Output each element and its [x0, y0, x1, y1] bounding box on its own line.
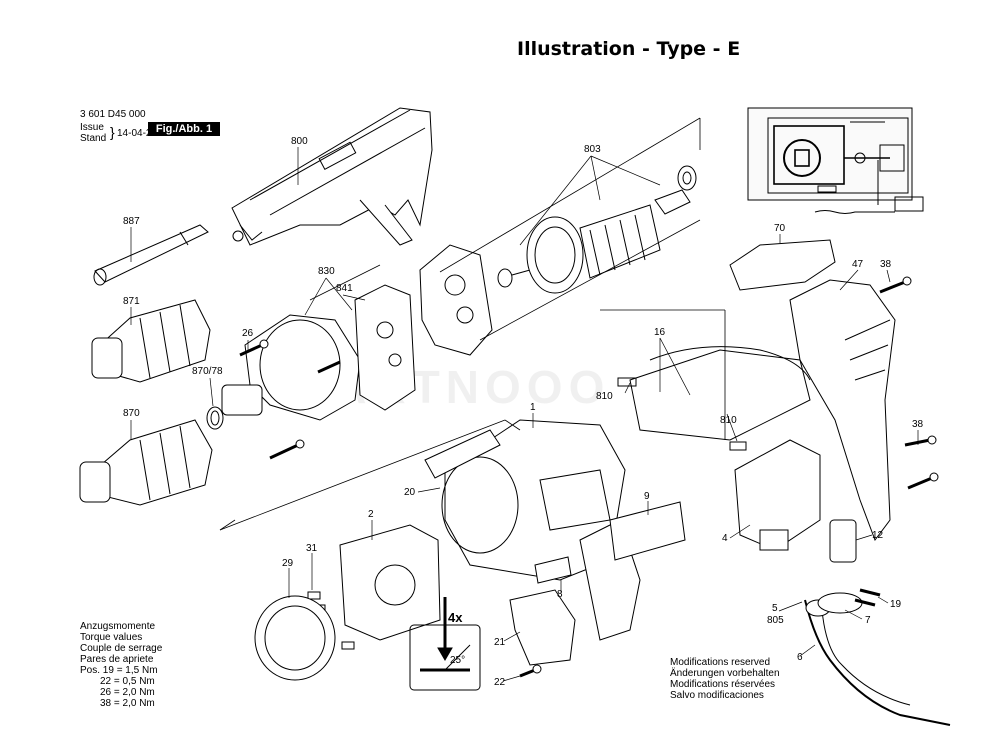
callout-31: 31: [306, 543, 318, 554]
page-title: Illustration - Type - E: [517, 38, 741, 60]
torque-line: 38 = 2,0 Nm: [100, 698, 155, 709]
callout-16: 16: [654, 327, 666, 338]
clamp-7-icon: [817, 592, 863, 614]
angle-label: 25°: [450, 655, 465, 666]
brush-holder-16-icon: [617, 346, 811, 451]
callout-810-right: 810: [720, 415, 737, 426]
gear-housing-830-icon: [221, 314, 361, 421]
screw-22-icon: [519, 668, 536, 678]
callout-800: 800: [291, 136, 308, 147]
depth-locator-871-icon: [91, 299, 211, 383]
callout-5: 5: [772, 603, 778, 614]
ring-29-icon: [254, 595, 336, 681]
figure-label: Fig./Abb. 1: [148, 122, 220, 136]
bit-887-icon: [93, 224, 209, 286]
callout-12: 12: [872, 530, 884, 541]
callout-8: 8: [557, 589, 563, 600]
screw-38-icon: [879, 276, 939, 490]
field-2-icon: [339, 524, 441, 641]
callout-6: 6: [797, 652, 803, 663]
torque-line: Pos. 19 = 1,5 Nm: [80, 665, 158, 676]
callout-4: 4: [722, 533, 728, 544]
callout-810-left: 810: [596, 391, 613, 402]
callout-870: 870: [123, 408, 140, 419]
callout-805: 805: [767, 615, 784, 626]
callout-887: 887: [123, 216, 140, 227]
capacitor-12-icon: [829, 519, 857, 563]
panel-20-icon: [424, 429, 501, 479]
torque-line: Couple de serrage: [80, 643, 163, 654]
callout-20: 20: [404, 487, 416, 498]
part-number: 3 601 D45 000: [80, 109, 146, 120]
callout-7: 7: [865, 615, 871, 626]
callout-1: 1: [530, 402, 536, 413]
part-9-icon: [609, 501, 686, 561]
torque-line: Torque values: [80, 632, 143, 643]
modification-line: Änderungen vorbehalten: [670, 668, 780, 679]
issue-label: Issue: [80, 122, 104, 133]
handle-47-icon: [789, 279, 896, 542]
ring-870-78-icon: [206, 406, 224, 430]
modification-line: Salvo modificaciones: [670, 690, 764, 701]
callout-19: 19: [890, 599, 902, 610]
callout-803: 803: [584, 144, 601, 155]
modification-line: Modifications réservées: [670, 679, 776, 690]
label-8-icon: [534, 556, 572, 584]
modification-line: Modifications reserved: [670, 657, 771, 668]
cable-6-icon: [804, 599, 951, 726]
callout-841: 841: [336, 283, 353, 294]
callout-38-right: 38: [912, 419, 924, 430]
callout-22: 22: [494, 677, 506, 688]
callout-830: 830: [318, 266, 335, 277]
plate-841-icon: [354, 284, 416, 411]
pin-31-icon: [307, 591, 321, 600]
screw-19-icon: [859, 588, 881, 597]
torque-line: Anzugsmomente: [80, 621, 156, 632]
callout-2: 2: [368, 509, 374, 520]
bearing-plate-icon: [419, 244, 493, 356]
torque-line: 26 = 2,0 Nm: [100, 687, 155, 698]
armature-803-icon: [497, 165, 697, 294]
callout-871: 871: [123, 296, 140, 307]
issue-date: 14-04-23: [117, 128, 158, 139]
cover-70-icon: [729, 239, 836, 291]
torque-line: Pares de apriete: [80, 654, 154, 665]
callout-9: 9: [644, 491, 650, 502]
callout-47: 47: [852, 259, 864, 270]
screw-26-icon: [239, 339, 341, 460]
attachment-800-icon: [231, 107, 433, 246]
detail-count-label: 4x: [448, 610, 463, 625]
callout-29: 29: [282, 558, 294, 569]
switch-4-icon: [734, 439, 821, 551]
stand-label: Stand: [80, 133, 107, 144]
callout-38-top: 38: [880, 259, 892, 270]
callout-labels: 800 887 871 830 841 26 870/78 870 803 70…: [123, 136, 924, 688]
wiring-schematic-icon: [747, 107, 924, 214]
brace-glyph: }: [110, 124, 115, 140]
callout-21: 21: [494, 637, 506, 648]
callout-70: 70: [774, 223, 786, 234]
cap-21-icon: [509, 589, 576, 666]
depth-locator-870-icon: [79, 419, 213, 506]
callout-870-78: 870/78: [192, 366, 223, 377]
callout-26: 26: [242, 328, 254, 339]
torque-line: 22 = 0,5 Nm: [100, 676, 155, 687]
